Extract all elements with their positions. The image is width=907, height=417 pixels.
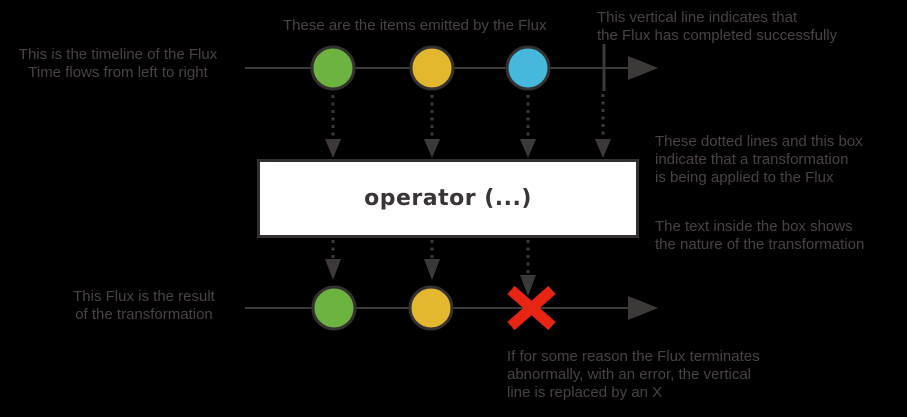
error-x-icon bbox=[507, 285, 556, 331]
dotted-arrowhead-icon bbox=[520, 275, 536, 296]
annotation-line: the Flux has completed successfully bbox=[597, 27, 838, 44]
dotted-arrowhead-icon bbox=[595, 139, 611, 158]
marble-blue bbox=[505, 45, 551, 91]
annotation-line: This Flux is the result bbox=[73, 288, 215, 305]
annotation-line: of the transformation bbox=[75, 306, 213, 323]
annotation-line: the nature of the transformation bbox=[655, 236, 865, 253]
annotation-line: Time flows from left to right bbox=[28, 64, 208, 81]
source-marbles bbox=[310, 45, 551, 91]
dotted-arrowhead-icon bbox=[325, 139, 341, 158]
operator-box-label: operator (...) bbox=[364, 186, 532, 211]
operator-box: operator (...) bbox=[257, 159, 639, 238]
annotation-line: This is the timeline of the Flux bbox=[18, 46, 218, 63]
marble-green bbox=[311, 285, 357, 331]
result-timeline-arrowhead-icon bbox=[628, 296, 658, 320]
dotted-arrowhead-icon bbox=[424, 259, 440, 280]
marble-yellow bbox=[408, 285, 454, 331]
annotation-box-text: The text inside the box shows the nature… bbox=[655, 218, 864, 254]
annotation-complete: This vertical line indicates that the Fl… bbox=[597, 9, 837, 45]
error-x-stroke bbox=[507, 285, 556, 331]
annotation-line: These are the items emitted by the Flux bbox=[283, 17, 547, 34]
annotation-line: abnormally, with an error, the vertical bbox=[507, 366, 751, 383]
annotation-line: These dotted lines and this box bbox=[655, 133, 863, 150]
annotation-line: line is replaced by an X bbox=[507, 384, 663, 401]
dotted-arrows-out-of-box bbox=[325, 240, 536, 296]
annotation-transformation: These dotted lines and this box indicate… bbox=[655, 133, 863, 187]
dotted-arrowhead-icon bbox=[325, 259, 341, 280]
annotation-timeline: This is the timeline of the Flux Time fl… bbox=[8, 46, 228, 82]
dotted-arrowhead-icon bbox=[520, 139, 536, 158]
marble-yellow bbox=[409, 45, 455, 91]
annotation-line: indicate that a transformation bbox=[655, 151, 849, 168]
annotation-result: This Flux is the result of the transform… bbox=[44, 288, 244, 324]
annotation-error: If for some reason the Flux terminates a… bbox=[507, 348, 760, 402]
result-marbles bbox=[311, 285, 454, 331]
annotation-line: is being applied to the Flux bbox=[655, 169, 834, 186]
annotation-line: If for some reason the Flux terminates bbox=[507, 348, 760, 365]
annotation-items: These are the items emitted by the Flux bbox=[283, 17, 546, 35]
marble-green bbox=[310, 45, 356, 91]
dotted-arrowhead-icon bbox=[424, 139, 440, 158]
source-timeline-arrowhead-icon bbox=[628, 56, 658, 80]
annotation-line: The text inside the box shows bbox=[655, 218, 853, 235]
annotation-line: This vertical line indicates that bbox=[597, 9, 798, 26]
dotted-arrows-into-box bbox=[325, 94, 611, 158]
